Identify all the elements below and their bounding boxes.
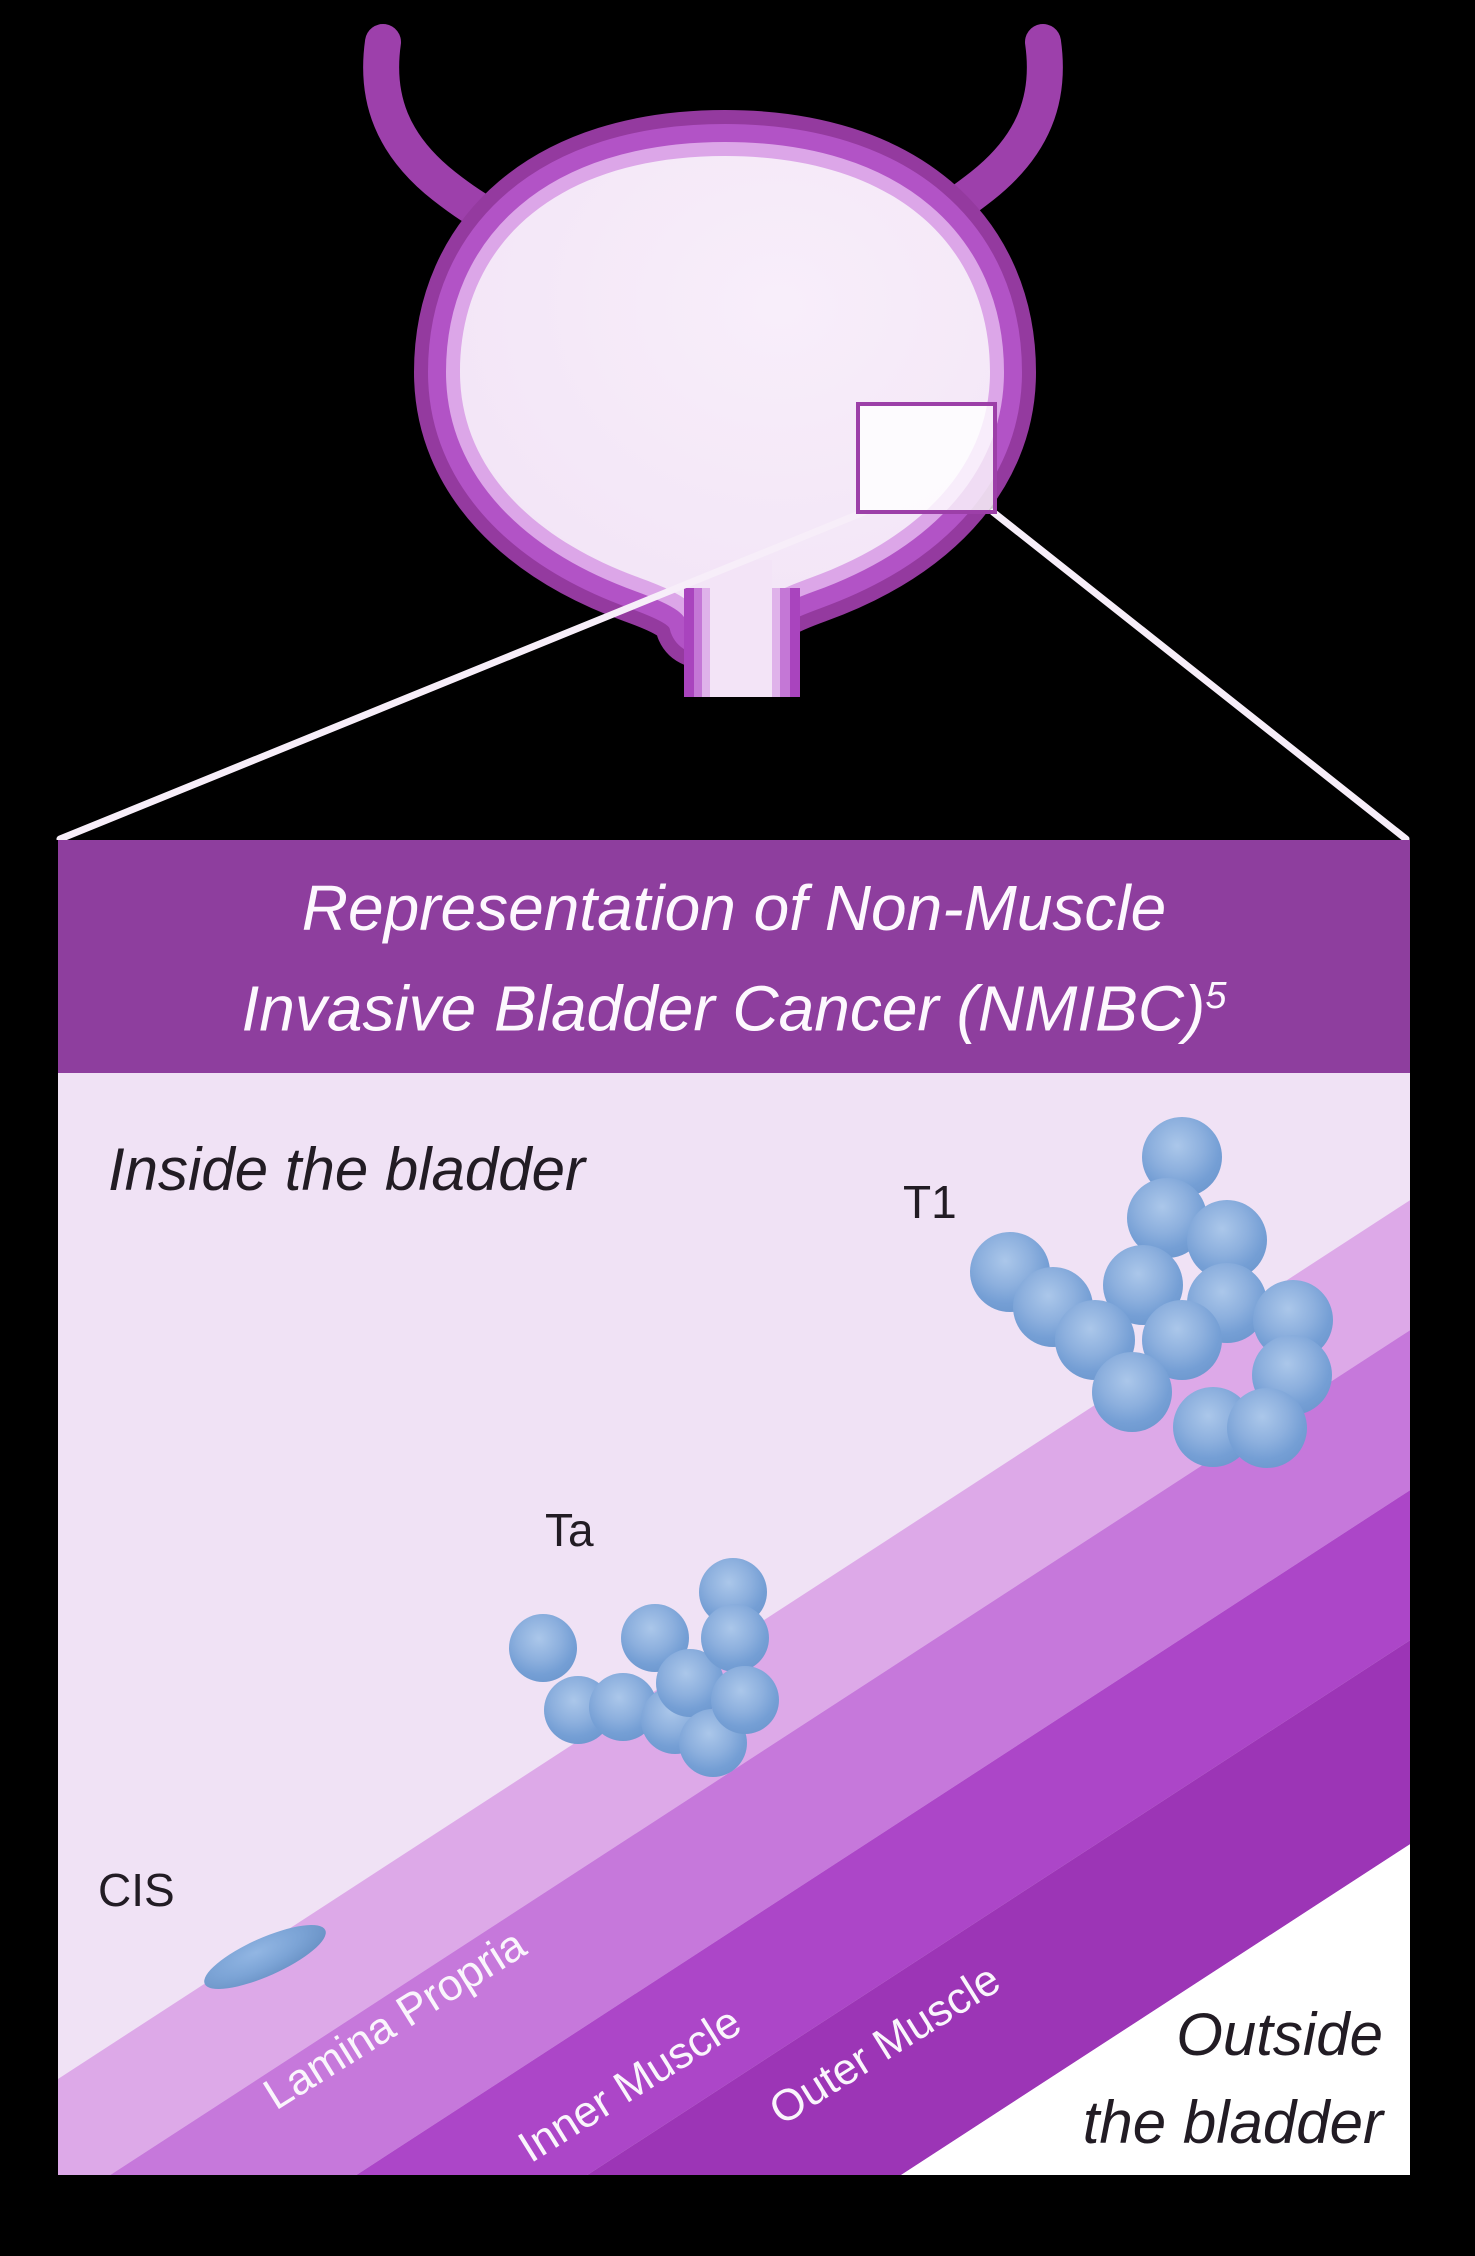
band-inner-muscle bbox=[356, 1490, 1410, 2175]
outside-label-line2: the bladder bbox=[1082, 2089, 1383, 2156]
region-outside-bladder bbox=[901, 1844, 1410, 2175]
ta-tumor-sphere bbox=[701, 1604, 769, 1672]
panel-title-line1: Representation of Non-Muscle bbox=[301, 872, 1167, 944]
inside-bladder-label: Inside the bladder bbox=[108, 1136, 586, 1203]
band-outer-muscle bbox=[587, 1640, 1410, 2175]
cis-label: CIS bbox=[98, 1864, 175, 1916]
urethra-icon bbox=[684, 560, 800, 697]
ta-tumor-sphere bbox=[509, 1614, 577, 1682]
callout-line-left bbox=[56, 508, 868, 840]
highlight-square bbox=[856, 402, 997, 514]
panel-body: Lamina Propria Inner Muscle Outer Muscle… bbox=[58, 1073, 1410, 2175]
t1-tumor-sphere bbox=[1227, 1388, 1307, 1468]
callout-line-right bbox=[989, 508, 1410, 840]
t1-label: T1 bbox=[903, 1176, 957, 1228]
nmibc-panel: Representation of Non-Muscle Invasive Bl… bbox=[58, 840, 1410, 2175]
panel-header: Representation of Non-Muscle Invasive Bl… bbox=[58, 840, 1410, 1073]
ta-tumor-sphere bbox=[711, 1666, 779, 1734]
panel-title-line2: Invasive Bladder Cancer (NMIBC)5 bbox=[241, 972, 1227, 1045]
t1-tumor-sphere bbox=[1092, 1352, 1172, 1432]
outside-label-line1: Outside bbox=[1176, 2001, 1383, 2068]
bladder-illustration bbox=[56, 24, 1410, 840]
title-superscript: 5 bbox=[1205, 975, 1227, 1017]
panel-title: Representation of Non-Muscle Invasive Bl… bbox=[58, 840, 1410, 1052]
outside-bladder-label: Outside the bladder bbox=[1083, 1991, 1383, 2167]
band-lamina-propria bbox=[110, 1330, 1410, 2175]
ta-label: Ta bbox=[545, 1504, 594, 1556]
